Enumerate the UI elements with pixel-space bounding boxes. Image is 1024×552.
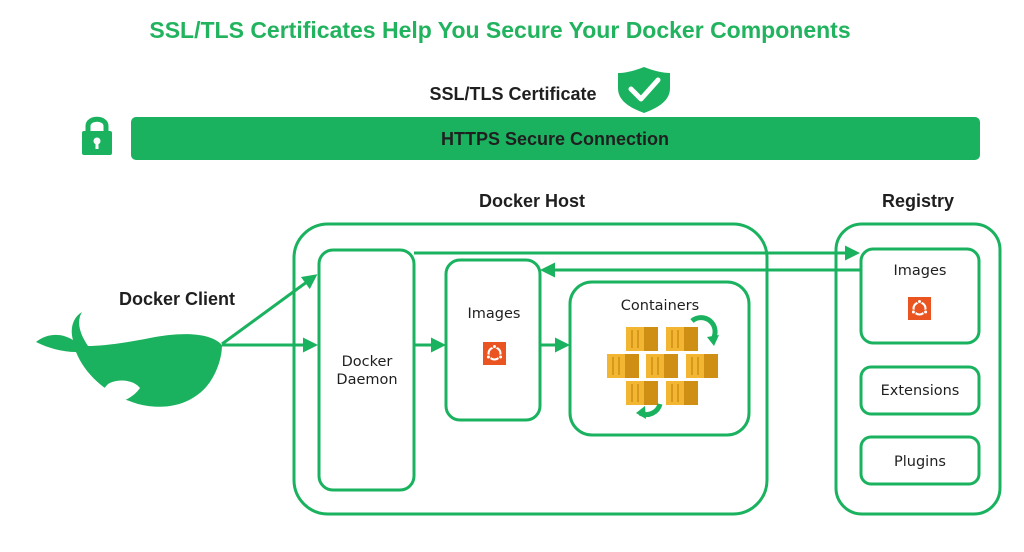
- docker-daemon-label-line2: Daemon: [336, 372, 397, 388]
- https-connection-bar: [131, 117, 980, 160]
- client-to-daemon-arrow-upper: [221, 274, 318, 346]
- docker-client-label: Docker Client: [119, 289, 235, 309]
- circular-arrow-icon: [690, 315, 719, 346]
- registry-plugins-box: [859, 435, 981, 486]
- docker-host-heading: Docker Host: [479, 191, 585, 211]
- registry-heading: Registry: [882, 191, 954, 211]
- registry-extensions-label: Extensions: [881, 383, 960, 399]
- docker-daemon-label-line1: Docker: [342, 354, 393, 370]
- connection-arrows: [221, 245, 861, 353]
- container-7: [666, 381, 698, 405]
- shipping-containers-icon: [607, 327, 718, 405]
- registry-extensions-box: [859, 365, 981, 416]
- host-images-label: Images: [468, 306, 521, 322]
- diagram-title: SSL/TLS Certificates Help You Secure You…: [149, 17, 850, 43]
- host-images-box: [444, 258, 542, 422]
- registry-images-label: Images: [894, 263, 947, 279]
- registry-plugins-label: Plugins: [894, 454, 946, 470]
- container-4: [646, 354, 678, 378]
- circular-arrow-icon: [636, 403, 663, 419]
- padlock-icon: [82, 116, 112, 155]
- connection-label: HTTPS Secure Connection: [441, 129, 669, 149]
- shield-check-icon: [618, 67, 670, 113]
- containers-label: Containers: [621, 298, 699, 314]
- certificate-label: SSL/TLS Certificate: [429, 84, 596, 104]
- whale-icon: [36, 312, 222, 407]
- registry-images-box: [859, 247, 981, 345]
- ubuntu-icon: [483, 342, 506, 365]
- container-2: [666, 327, 698, 351]
- container-1: [626, 327, 658, 351]
- docker-daemon-box: [317, 248, 416, 492]
- container-5: [686, 354, 718, 378]
- container-6: [626, 381, 658, 405]
- container-3: [607, 354, 639, 378]
- ubuntu-icon: [908, 297, 931, 320]
